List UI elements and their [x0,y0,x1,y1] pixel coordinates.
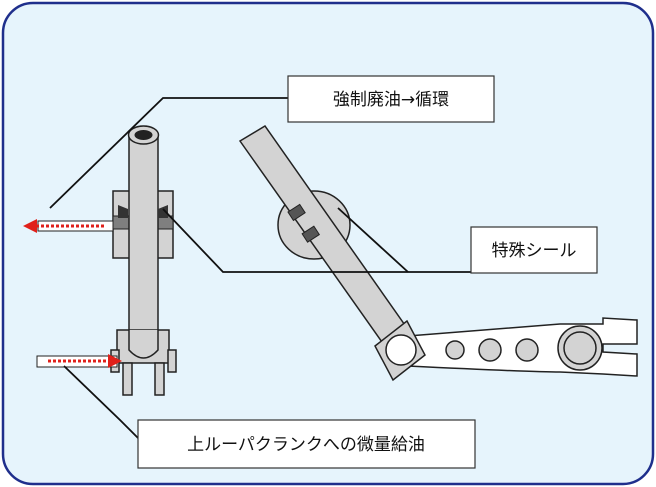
leader-top [49,97,290,209]
label-mid-box: 特殊シール [470,226,598,274]
label-top-frame [287,75,495,123]
looper-arm-big-hole [563,331,597,365]
label-top-box: 強制廃油→循環 [287,75,495,123]
label-top-text: 強制廃油→循環 [333,90,449,110]
looper-arm-hole-3 [515,338,539,362]
vertical-shaft-assembly [110,125,177,396]
label-bottom-frame [137,419,476,469]
oil-inlet-arrow [36,354,122,368]
label-mid-frame [470,226,598,274]
oil-outlet-arrow [23,219,114,233]
bottom-bracket-right-tab [167,349,177,373]
label-bottom-text: 上ルーパクランクへの微量給油 [187,435,425,455]
leader-mid [162,208,472,273]
seal-left [118,205,128,218]
oil-inlet-arrowhead [108,354,122,368]
label-mid-text: 特殊シール [492,241,577,261]
leader-lines [49,97,472,441]
shaft-top-hole [134,130,153,140]
crank-end-hole [385,334,417,366]
looper-arm-hole-1 [445,340,465,360]
crank-arm-assembly [238,124,638,382]
leader-mid-branch [337,207,409,273]
disc-seal-lower [301,225,321,243]
bottom-bracket-right-leg [154,362,165,396]
vertical-shaft [128,134,159,358]
seal-right [158,205,168,218]
label-bottom-box: 上ルーパクランクへの微量給油 [137,419,476,469]
oil-outlet-arrowhead [23,219,37,233]
disc-seal-upper [287,203,306,222]
bottom-bracket-left-leg [122,362,133,396]
looper-arm-hole-2 [478,338,502,362]
leader-bottom [63,365,141,441]
shaft-bottom-end [128,330,159,359]
